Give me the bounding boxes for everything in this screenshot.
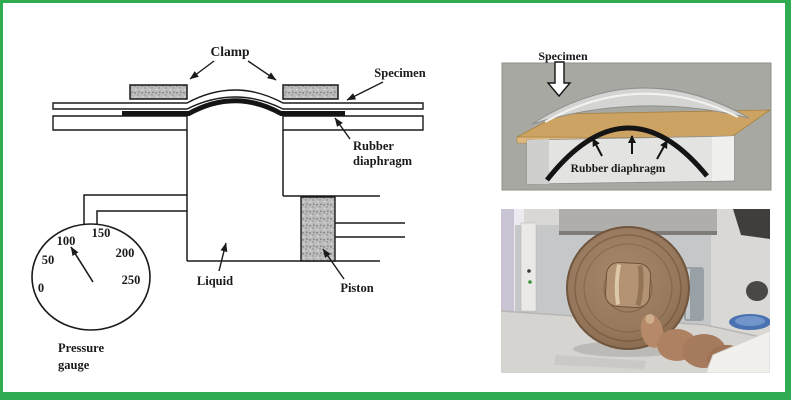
render-rubber-diaphragm-label: Rubber diaphragm: [571, 163, 666, 175]
gauge-tick-0: 0: [38, 281, 44, 295]
disc-center-bulge: [604, 261, 652, 309]
render-dome: [531, 87, 750, 125]
clamp-arrow-left: [189, 60, 215, 80]
liquid-arrow: [218, 242, 228, 272]
specimen-disc: [566, 226, 690, 357]
machine-indicator-dot: [527, 269, 531, 273]
blue-dish: [729, 314, 770, 330]
shirt-sleeve: [705, 330, 770, 373]
piston-label: Piston: [340, 281, 373, 295]
rubber-diaphragm-label-1: Rubber: [353, 139, 394, 153]
render-diaphragm-arrows: [592, 135, 668, 160]
photo-dark-knob: [746, 281, 768, 301]
render-panel: Specimen Rubber diaphragm: [501, 49, 772, 191]
gauge-needle: [70, 246, 94, 283]
rubber-diaphragm-line: [122, 98, 345, 116]
fingernail: [645, 314, 655, 324]
piston-rod: [335, 222, 405, 238]
pressure-gauge-label-1: Pressure: [58, 341, 105, 355]
gauge-tick-250: 250: [122, 273, 141, 287]
rubber-diaphragm-arrow: [334, 117, 351, 140]
render-rubber-diaphragm: [545, 125, 709, 182]
clamp-arrow-right: [247, 60, 277, 81]
pressure-gauge-label-2: gauge: [58, 358, 90, 372]
specimen-arrow: [346, 81, 384, 101]
render-specimen-label: Specimen: [538, 49, 588, 63]
rubber-diaphragm-label-2: diaphragm: [353, 154, 413, 168]
render-specimen-hollow-arrow: [546, 61, 572, 98]
clamp-label: Clamp: [210, 44, 249, 59]
machine-logo-emboss: [554, 355, 646, 369]
gauge-tick-50: 50: [42, 253, 55, 267]
specimen-sheet: [52, 89, 424, 110]
clamp-left: [129, 84, 188, 100]
pressure-gauge-dial: [31, 223, 151, 331]
gauge-tick-200: 200: [116, 246, 135, 260]
gauge-tick-100: 100: [57, 234, 76, 248]
photo-panel: [501, 209, 770, 373]
specimen-label: Specimen: [374, 66, 425, 80]
liquid-chamber: [186, 130, 380, 262]
photo-dark-equipment: [733, 209, 770, 239]
gauge-pipe: [83, 194, 187, 228]
bulge-test-schematic: 0 50 100 150 200 250 Clamp Specimen Rubb…: [31, 44, 426, 372]
gauge-tick-150: 150: [92, 226, 111, 240]
clamp-right: [282, 84, 339, 100]
render-die-block: [526, 135, 735, 185]
piston-arrow: [322, 248, 345, 280]
liquid-label: Liquid: [197, 274, 233, 288]
piston-block: [300, 196, 336, 262]
machine-green-led: [528, 280, 532, 284]
die-plate: [52, 115, 424, 131]
